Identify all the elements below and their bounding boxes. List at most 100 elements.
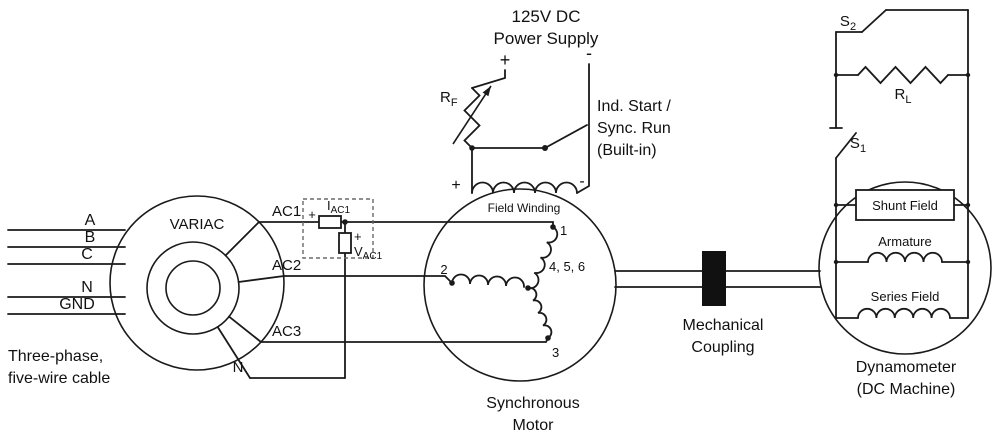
voltmeter-label: VAC1 [354,244,383,262]
supply-minus-wire [576,63,590,194]
rl-label-sub: L [905,94,911,106]
junction-dot-rl-right [965,72,971,78]
ammeter-symbol [318,215,342,229]
field-winding-label: Field Winding [488,201,561,215]
cable-label-a: A [85,212,96,229]
terminal-label-ac3: AC3 [272,323,301,340]
rheostat-zigzag [463,87,481,149]
coupling-caption-line2: Coupling [691,339,754,356]
stator-winding-3 [527,286,553,339]
supply-title-line2: Power Supply [494,29,599,48]
s2-label-main: S [840,13,850,30]
coupling-block [702,251,726,306]
variac-tap-ac2 [237,275,285,283]
field-minus-sign: - [579,173,584,190]
dynamometer-circle [818,181,992,355]
dynamometer-caption-line1: Dynamometer [856,359,957,376]
meter-dashed-outline [302,198,374,259]
rheostat-label-main: R [440,89,451,106]
variac-ring-inner [165,260,221,316]
s2-blade [861,9,887,33]
switch-pivot-dot [542,145,548,151]
voltmeter-label-main: V [354,244,363,259]
terminal-label-3: 3 [552,345,559,360]
terminal-label-2: 2 [440,262,447,277]
s1-label: S1 [850,135,866,155]
voltmeter-plus-sign: + [354,229,362,244]
ammeter-label-sub: AC1 [331,205,351,216]
field-winding-coil [471,181,578,194]
series-field-label: Series Field [871,289,940,304]
voltmeter-symbol [338,232,352,254]
rheostat-label: RF [440,89,458,109]
rheostat-arrow-head [482,86,491,97]
wire-ac3 [260,337,549,343]
s2-label: S2 [840,13,856,33]
shunt-field-box [855,189,955,221]
field-plus-sign: + [451,177,460,194]
ammeter-plus-sign: + [308,207,316,222]
s2-label-sub: 2 [850,21,856,33]
motor-caption-line1: Synchronous [486,395,579,412]
terminal-dot-center [525,285,531,291]
terminal-label-ac1: AC1 [272,203,301,220]
mechanical-coupling: Mechanical Coupling [614,251,821,356]
stator-winding-1 [527,226,559,290]
cable-label-c: C [81,246,93,263]
terminal-label-center: 4, 5, 6 [549,259,585,274]
armature-coil [867,251,943,263]
switch-caption-line3: (Built-in) [597,142,657,159]
variac-tap-n [216,325,251,379]
cable-lines: A B C N GND Three-phase, five-wire cable [7,212,126,387]
junction-dot-armature-left [833,259,839,265]
junction-dot-armature-right [965,259,971,265]
supply-plus-sign: + [500,50,511,70]
switch-caption-line1: Ind. Start / [597,98,671,115]
terminal-dot-3 [545,335,551,341]
switch-blade [544,124,588,149]
terminal-dot-2 [449,280,455,286]
junction-dot-voltmeter-tap [342,219,348,225]
terminal-label-1: 1 [560,223,567,238]
wire-ac2 [283,275,453,284]
variac-outer-circle [109,195,285,371]
junction-dot-rl-left [833,72,839,78]
dc-supply-circuit: 125V DC Power Supply + - RF Ind. Start /… [440,7,671,194]
motor-caption-line2: Motor [513,417,555,434]
armature-label: Armature [878,234,931,249]
voltmeter-label-sub: AC1 [363,251,383,262]
ammeter-label-main: I [327,198,331,213]
cable-caption-line2: five-wire cable [8,370,110,387]
stator-winding-2 [451,273,525,288]
cable-label-b: B [85,229,96,246]
rheostat-label-sub: F [451,97,458,109]
meter-box: + IAC1 + VAC1 [302,198,383,262]
ac-feed-wires [249,221,554,379]
dynamometer-caption-line2: (DC Machine) [857,381,956,398]
rl-zigzag [857,65,949,85]
junction-dot-rheostat [469,145,475,151]
s1-label-sub: 1 [860,143,866,155]
terminal-label-ac2: AC2 [272,257,301,274]
terminal-label-n: N [233,359,244,376]
variac-tap-ac3 [228,315,262,343]
ammeter-label: IAC1 [327,198,351,216]
cable-label-n: N [81,279,93,296]
terminal-dot-1 [550,224,556,230]
junction-dot-shunt-right [965,202,971,208]
variac-label: VARIAC [170,216,225,233]
s1-label-main: S [850,135,860,152]
dynamometer: S2 S1 RL Shunt Field Armature Series Fie… [818,9,992,398]
variac-ring-outer [146,241,240,335]
switch-caption-line2: Sync. Run [597,120,671,137]
variac-tap-ac1 [224,221,260,257]
variac: VARIAC AC1 AC2 AC3 N [109,195,301,379]
motor-circle [423,188,617,382]
cable-caption-line1: Three-phase, [8,348,103,365]
rl-label-main: R [895,86,906,103]
rl-label: RL [895,86,912,106]
supply-minus-sign: - [586,43,592,63]
synchronous-motor: + - Field Winding 1 2 3 4, 5, 6 Synchron… [423,173,617,434]
